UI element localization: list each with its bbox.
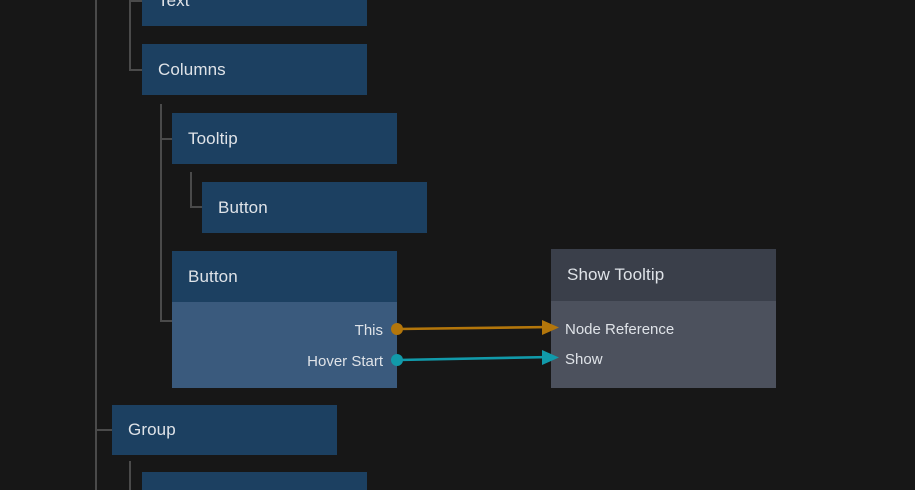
tree-line-elbow-button: [160, 320, 173, 322]
output-pin-this-label: This: [354, 321, 383, 339]
input-pin-node-reference[interactable]: Node Reference: [565, 318, 674, 340]
tree-line-elbow-tooltip-button: [190, 206, 203, 208]
wire-this-to-node-reference-line: [397, 325, 553, 331]
node-columns[interactable]: Columns: [142, 44, 367, 95]
node-show-tooltip-title: Show Tooltip: [567, 265, 665, 284]
output-pin-hover-start-label: Hover Start: [307, 352, 383, 370]
tree-line-branch-tooltip: [190, 172, 192, 208]
node-tooltip[interactable]: Tooltip: [172, 113, 397, 164]
tree-line-elbow-group: [95, 429, 112, 431]
node-group[interactable]: Group: [112, 405, 337, 455]
wire-hover-start-to-show-line: [397, 355, 553, 362]
node-group-title: Group: [128, 420, 176, 439]
node-tooltip-button-header[interactable]: Button: [202, 182, 427, 233]
tree-line-branch-columns: [160, 104, 162, 322]
tree-line-branch-group: [129, 461, 131, 490]
tree-line-elbow-columns: [129, 69, 143, 71]
node-tooltip-button-title: Button: [218, 197, 268, 217]
node-show-tooltip-body: Node Reference Show: [551, 301, 776, 388]
tree-line-branch-depth1: [129, 0, 131, 71]
input-pin-node-reference-label: Node Reference: [565, 320, 675, 338]
wire-this-to-node-reference[interactable]: [391, 320, 559, 335]
node-tooltip-button[interactable]: Button: [202, 182, 427, 233]
node-group-header[interactable]: Group: [112, 405, 337, 455]
input-pin-show-label: Show: [565, 350, 603, 368]
node-group-child[interactable]: [142, 472, 367, 490]
node-text[interactable]: Text: [142, 0, 367, 26]
node-tooltip-header[interactable]: Tooltip: [172, 113, 397, 164]
node-button[interactable]: Button This Hover Start: [172, 251, 397, 388]
node-show-tooltip-header[interactable]: Show Tooltip: [551, 249, 776, 301]
output-pin-this[interactable]: This: [355, 319, 383, 341]
node-group-child-header[interactable]: [142, 472, 367, 490]
tree-line-elbow-text: [129, 0, 143, 2]
node-text-title: Text: [158, 0, 190, 10]
output-pin-hover-start[interactable]: Hover Start: [307, 350, 383, 372]
node-tooltip-title: Tooltip: [188, 128, 238, 148]
input-pin-show[interactable]: Show: [565, 348, 603, 370]
node-columns-header[interactable]: Columns: [142, 44, 367, 95]
node-show-tooltip[interactable]: Show Tooltip Node Reference Show: [551, 249, 776, 388]
wire-hover-start-to-show[interactable]: [391, 350, 559, 366]
node-columns-title: Columns: [158, 59, 226, 79]
node-button-body: This Hover Start: [172, 302, 397, 388]
node-button-header[interactable]: Button: [172, 251, 397, 302]
node-button-title: Button: [188, 266, 238, 286]
tree-line-elbow-tooltip: [160, 138, 173, 140]
node-text-header[interactable]: Text: [142, 0, 367, 26]
tree-line-root-spine: [95, 0, 97, 490]
